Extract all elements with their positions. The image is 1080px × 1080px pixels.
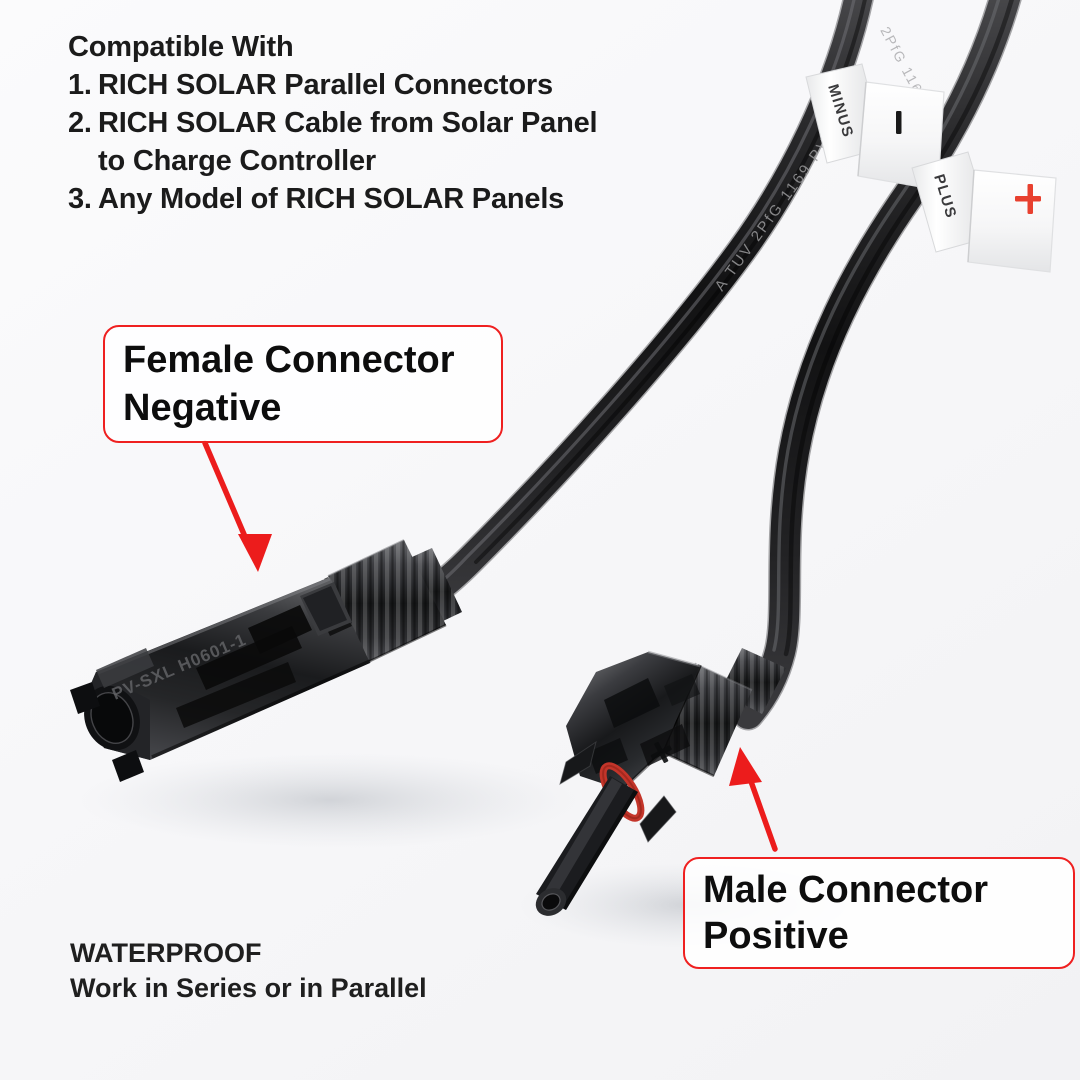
callout-male-line1: Male Connector bbox=[703, 869, 989, 911]
arrow-to-female-connector bbox=[202, 440, 272, 572]
callout-female-connector: Female Connector Negative bbox=[103, 325, 503, 443]
positive-cable: 2PfG 1169 bbox=[731, 0, 1022, 731]
cable-print-negative: A TUV 2PfG 1169 PV bbox=[711, 135, 834, 295]
minus-symbol bbox=[896, 111, 902, 134]
compatibility-item-2-text: RICH SOLAR Cable from Solar Panel bbox=[98, 107, 598, 139]
compatibility-item-3-text: Any Model of RICH SOLAR Panels bbox=[98, 183, 565, 215]
footer-waterproof: WATERPROOF bbox=[70, 938, 262, 968]
compatibility-item-1-text: RICH SOLAR Parallel Connectors bbox=[98, 69, 553, 101]
compatibility-item-3-number: 3. bbox=[68, 183, 92, 215]
plus-tag: PLUS bbox=[911, 151, 1057, 273]
male-pin-tip bbox=[535, 888, 567, 916]
footer-series-parallel: Work in Series or in Parallel bbox=[70, 973, 427, 1003]
compatibility-list: 1. RICH SOLAR Parallel Connectors 2. RIC… bbox=[68, 66, 708, 218]
minus-tag: MINUS bbox=[805, 63, 945, 191]
compatibility-item-2-continuation: to Charge Controller bbox=[68, 142, 708, 180]
female-barrel bbox=[84, 577, 371, 760]
male-pin-shaft bbox=[536, 776, 638, 910]
female-socket-face bbox=[70, 648, 154, 782]
female-connector: PV-SXL H0601-1 bbox=[70, 539, 462, 782]
male-body-plus-mark bbox=[650, 741, 672, 763]
callout-male-line2: Positive bbox=[703, 915, 849, 957]
female-nut bbox=[327, 539, 447, 664]
male-locking-latches bbox=[559, 740, 677, 843]
arrow-to-male-connector bbox=[729, 747, 778, 852]
callout-male-connector: Male Connector Positive bbox=[683, 857, 1075, 969]
compatibility-item-2-continuation-text: to Charge Controller bbox=[98, 145, 376, 177]
callout-female-line2: Negative bbox=[123, 387, 282, 429]
male-connector bbox=[535, 648, 786, 916]
compatibility-item-2: 2. RICH SOLAR Cable from Solar Panel bbox=[68, 104, 708, 142]
compatibility-item-1: 1. RICH SOLAR Parallel Connectors bbox=[68, 66, 708, 104]
compatibility-item-1-number: 1. bbox=[68, 69, 92, 101]
compatibility-block: Compatible With 1. RICH SOLAR Parallel C… bbox=[68, 28, 708, 218]
plus-symbol bbox=[1015, 184, 1041, 214]
compatibility-item-3: 3. Any Model of RICH SOLAR Panels bbox=[68, 180, 708, 218]
male-housing bbox=[566, 650, 701, 792]
footer-block: WATERPROOF Work in Series or in Parallel bbox=[70, 936, 427, 1006]
shadow-female bbox=[80, 752, 580, 848]
compatibility-title: Compatible With bbox=[68, 31, 294, 63]
callout-female-line1: Female Connector bbox=[123, 339, 455, 381]
compatibility-item-2-number: 2. bbox=[68, 107, 92, 139]
